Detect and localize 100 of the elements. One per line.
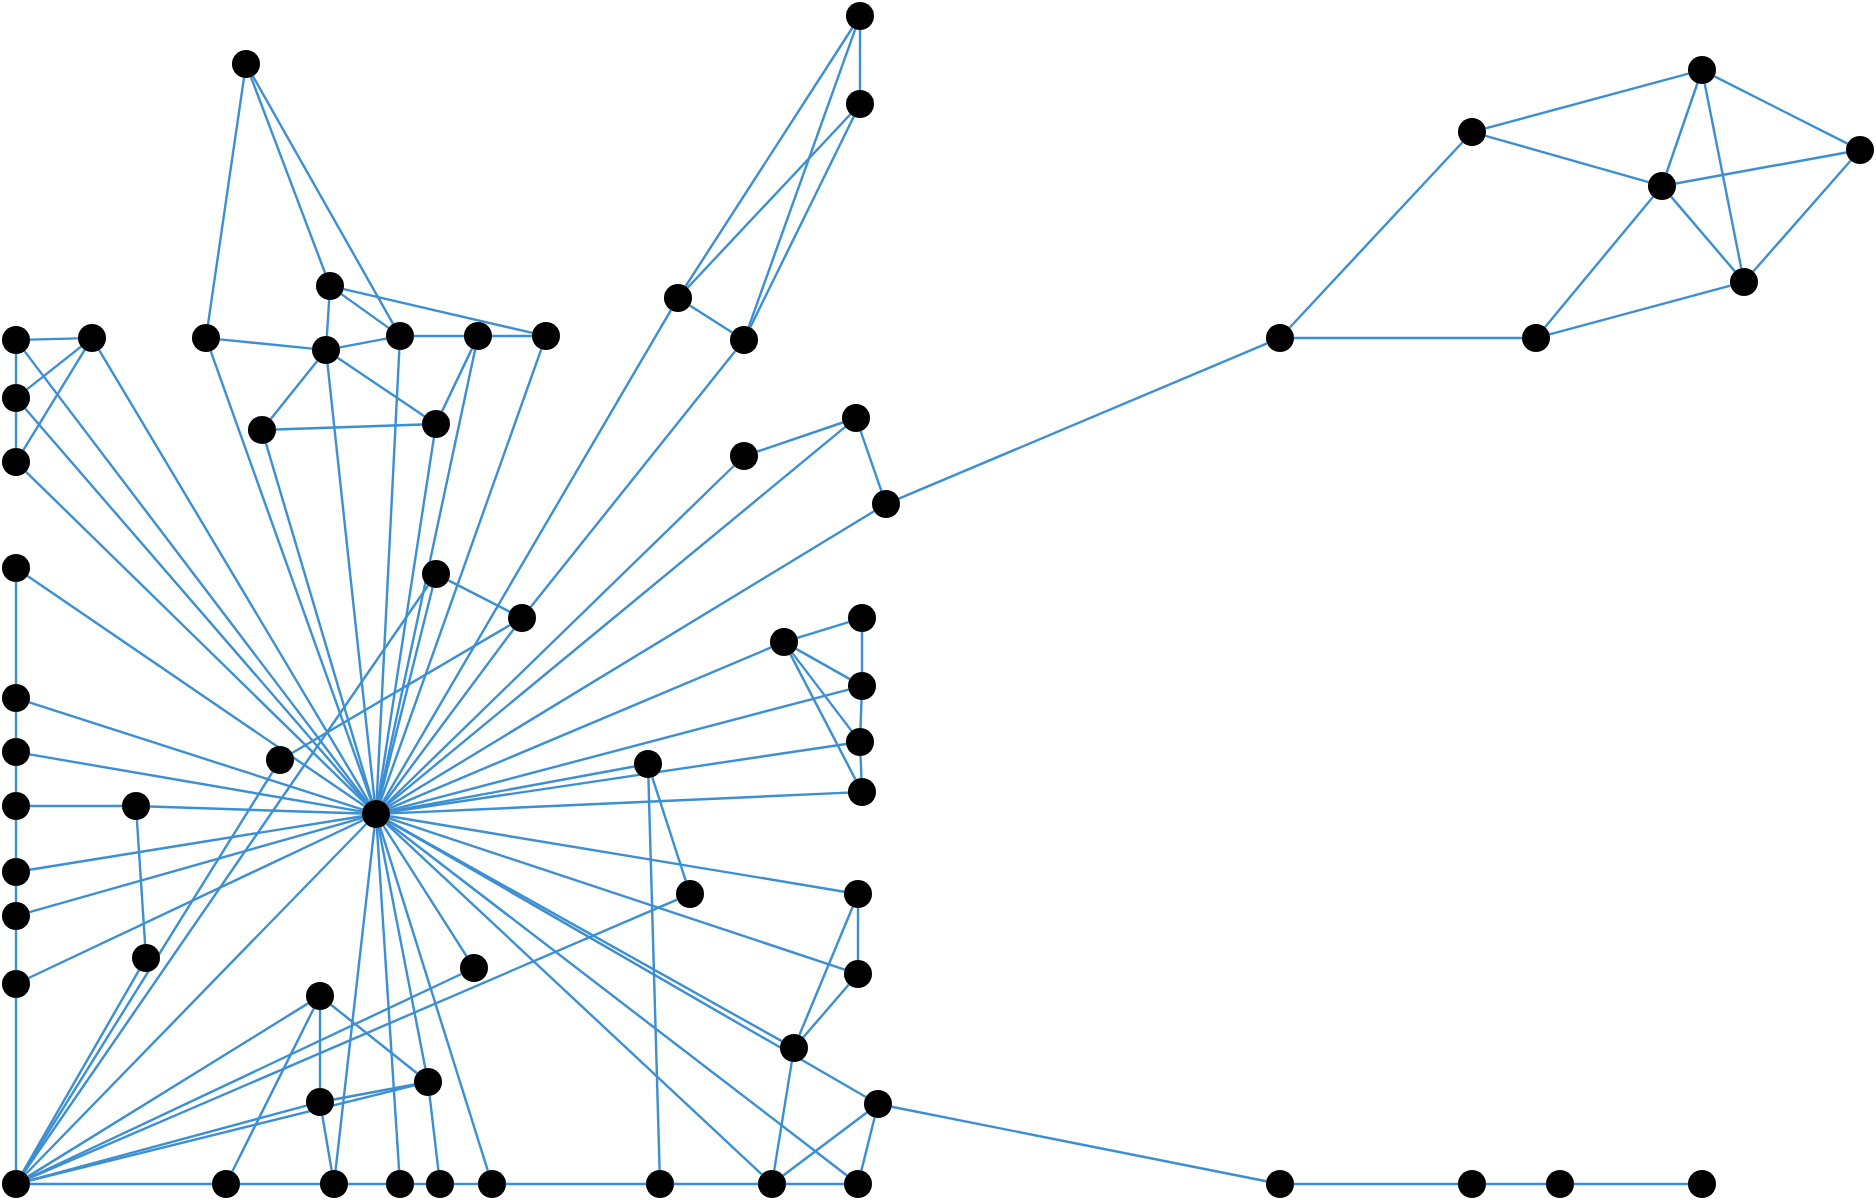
connector-line (30, 804, 122, 808)
connector-line (333, 1083, 415, 1101)
connector-line (149, 805, 363, 815)
connector-line (756, 421, 844, 453)
graph-node (2, 738, 30, 766)
graph-node (2, 1170, 30, 1198)
connector-line (440, 348, 474, 412)
connector-line (375, 827, 401, 1171)
graph-node (132, 944, 160, 972)
graph-node (2, 684, 30, 712)
connector-line (14, 766, 18, 792)
connector-line (789, 653, 857, 781)
connector-line (529, 350, 737, 608)
connector-line (340, 293, 390, 329)
graph-node (1522, 324, 1550, 352)
connector-line (14, 582, 18, 684)
graph-node (386, 322, 414, 350)
connector-line (336, 356, 426, 418)
connector-line (860, 632, 864, 672)
graph-node (844, 960, 872, 988)
connector-line (318, 1010, 322, 1088)
connector-line (29, 1084, 415, 1182)
graph-node (320, 1170, 348, 1198)
connector-line (1485, 134, 1649, 184)
graph-node (316, 272, 344, 300)
graph-node (864, 1090, 892, 1118)
graph-node (414, 1068, 442, 1096)
connector-line (858, 30, 862, 90)
connector-line (454, 1182, 478, 1186)
connector-line (14, 354, 18, 384)
connector-line (22, 349, 86, 451)
connector-line (28, 972, 462, 1180)
graph-node (2, 384, 30, 412)
graph-node (646, 1170, 674, 1198)
connector-line (749, 116, 855, 328)
connector-line (802, 983, 850, 1039)
connector-line (1675, 151, 1847, 185)
graph-node (844, 1170, 872, 1198)
connector-line (1486, 1182, 1546, 1186)
graph-node (1846, 136, 1874, 164)
connector-line (14, 820, 18, 858)
connector-line (25, 470, 367, 806)
connector-line (414, 334, 464, 338)
connector-line (14, 712, 18, 738)
connector-line (206, 77, 246, 325)
connector-line (1574, 1182, 1688, 1186)
graph-node (122, 792, 150, 820)
connector-line (26, 574, 366, 808)
connector-line (29, 337, 79, 341)
connector-line (387, 819, 783, 1043)
connector-line (343, 288, 533, 334)
graph-node (1458, 1170, 1486, 1198)
connector-line (135, 819, 147, 945)
connector-line (1294, 1182, 1458, 1186)
connector-line (689, 304, 733, 334)
connector-line (334, 827, 376, 1171)
connector-line (798, 906, 854, 1036)
graph-node (848, 672, 876, 700)
connector-line (386, 426, 846, 806)
connector-line (219, 338, 313, 350)
connector-line (28, 818, 364, 980)
connector-line (1752, 159, 1852, 273)
connector-line (291, 624, 511, 754)
connector-line (856, 908, 860, 960)
graph-node (634, 750, 662, 778)
graph-node (192, 324, 220, 352)
connector-line (21, 969, 141, 1173)
graph-node (422, 410, 450, 438)
connector-line (891, 1105, 1267, 1183)
connector-line (375, 349, 401, 801)
graph-node (306, 1088, 334, 1116)
graph-node (2, 858, 30, 886)
connector-line (98, 349, 370, 803)
connector-line (14, 998, 18, 1170)
graph-node (730, 442, 758, 470)
connector-line (898, 342, 1268, 500)
connector-line (29, 816, 363, 914)
connector-line (1703, 83, 1743, 269)
connector-line (249, 76, 327, 274)
connector-line (330, 1003, 418, 1075)
graph-node (770, 628, 798, 656)
graph-node (426, 1170, 454, 1198)
connector-line (492, 334, 532, 338)
connector-line (1294, 336, 1522, 340)
graph-node (846, 2, 874, 30)
connector-line (387, 819, 867, 1099)
connector-line (782, 1111, 868, 1177)
graph-node (842, 404, 870, 432)
connector-line (379, 348, 543, 802)
graph-node (422, 560, 450, 588)
graph-node (846, 728, 874, 756)
graph-node (78, 324, 106, 352)
connector-line (339, 337, 387, 349)
graph-node (1730, 268, 1758, 296)
connector-line (321, 1115, 333, 1171)
connector-line (786, 1182, 844, 1186)
connector-line (1713, 75, 1849, 145)
connector-line (447, 579, 511, 613)
connector-line (747, 28, 857, 328)
connector-line (29, 1104, 307, 1182)
